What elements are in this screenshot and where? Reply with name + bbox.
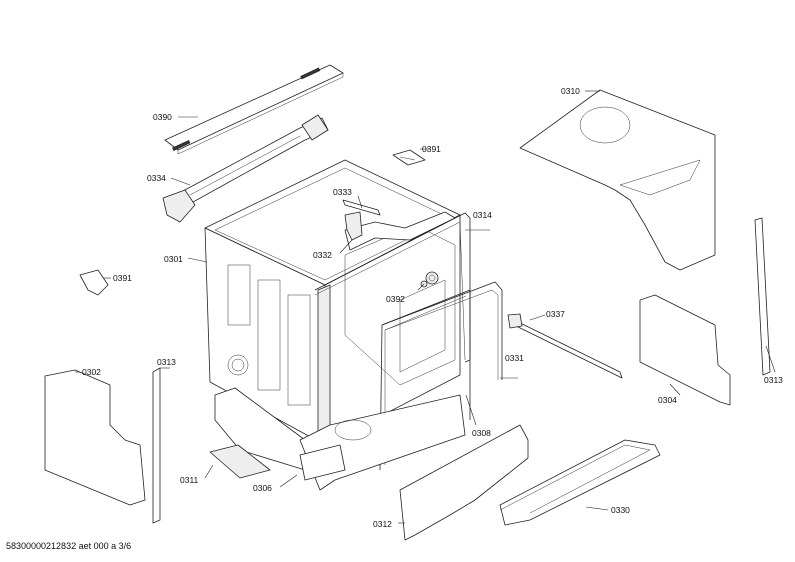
part-0306-base-trim[interactable] [279,444,346,488]
label-0337: 0337 [546,309,565,319]
part-0302-side-insulation[interactable] [44,369,146,506]
label-0302: 0302 [82,367,101,377]
label-0308: 0308 [472,428,491,438]
label-0330: 0330 [611,505,630,515]
part-0392-hub[interactable] [417,271,439,291]
label-0333: 0333 [333,187,352,197]
label-0310: 0310 [561,86,580,96]
label-0390: 0390 [153,112,172,122]
label-0313-left: 0313 [157,357,176,367]
part-0391-bracket-top[interactable] [392,148,430,166]
part-0330-plinth[interactable] [499,439,661,526]
part-0312-kickplate[interactable] [398,424,529,541]
label-0331: 0331 [505,353,524,363]
part-0310-insulation[interactable] [519,89,716,271]
part-0313-strip-left[interactable] [152,367,170,524]
part-0333-clip[interactable] [342,195,381,216]
part-0332-clip[interactable] [339,211,363,254]
label-0392: 0392 [386,294,405,304]
part-0313-strip-right[interactable] [754,217,776,376]
part-0304-side-insulation[interactable] [639,294,731,406]
label-0334: 0334 [147,173,166,183]
part-0331-strap[interactable] [381,281,518,380]
label-0314: 0314 [473,210,492,220]
part-0334-front-rail[interactable] [162,114,329,223]
label-0312: 0312 [373,519,392,529]
document-id: 58300000212832 aet 000 a 3/6 [6,541,132,551]
label-0311: 0311 [180,475,199,485]
part-0314-seal[interactable] [314,212,490,363]
label-0391-top: 0391 [422,144,441,154]
label-0313-right: 0313 [764,375,783,385]
part-0390-top-rail[interactable] [164,64,344,155]
label-0304: 0304 [658,395,677,405]
part-0337-pipe[interactable] [507,313,623,379]
label-0301: 0301 [164,254,183,264]
label-0332: 0332 [313,250,332,260]
label-0391-left: 0391 [113,273,132,283]
part-0391-bracket-left[interactable] [79,269,111,296]
label-0306: 0306 [253,483,272,493]
